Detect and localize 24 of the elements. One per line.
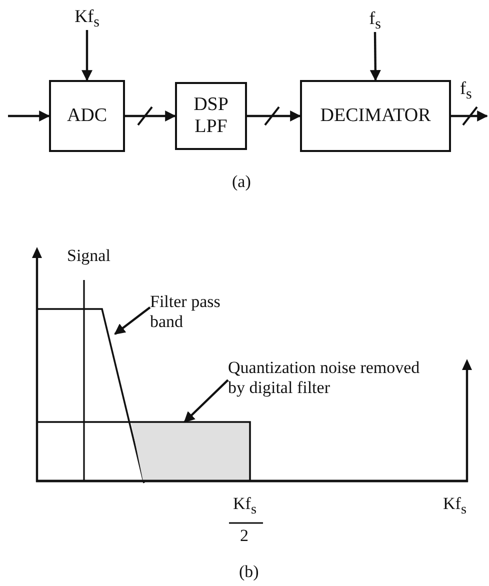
figure-caption: (a) <box>232 172 251 192</box>
signal-arrow <box>247 110 302 122</box>
clock-label: Kf$_{s}$ <box>71 6 103 32</box>
frequency-label: Kf$_{s}$ <box>233 494 256 518</box>
callout-text: Quantization noise removed by digital filter <box>228 358 428 399</box>
signal-arrow <box>370 32 381 82</box>
signal-arrow <box>82 30 92 82</box>
signal-arrow <box>451 110 488 122</box>
signal-arrow <box>8 110 50 122</box>
clock-label: f$_{s}$ <box>365 8 385 34</box>
figure-caption: (b) <box>239 562 259 582</box>
dsp-lpf-block: DSP LPF <box>175 82 247 150</box>
frequency-label: 2 <box>240 526 248 546</box>
callout-text: Filter pass band <box>150 292 234 333</box>
leader-arrow <box>114 306 151 335</box>
filter-response-curve <box>37 308 145 484</box>
adc-block: ADC <box>49 80 125 152</box>
axis-label: Signal <box>67 246 110 266</box>
clock-label: f$_{s}$ <box>460 78 472 104</box>
signal-arrow <box>125 110 176 122</box>
decimator-block: DECIMATOR <box>300 80 451 152</box>
frequency-label: Kf$_{s}$ <box>443 494 466 518</box>
noise-region <box>131 422 250 481</box>
leader-arrow <box>184 379 229 423</box>
